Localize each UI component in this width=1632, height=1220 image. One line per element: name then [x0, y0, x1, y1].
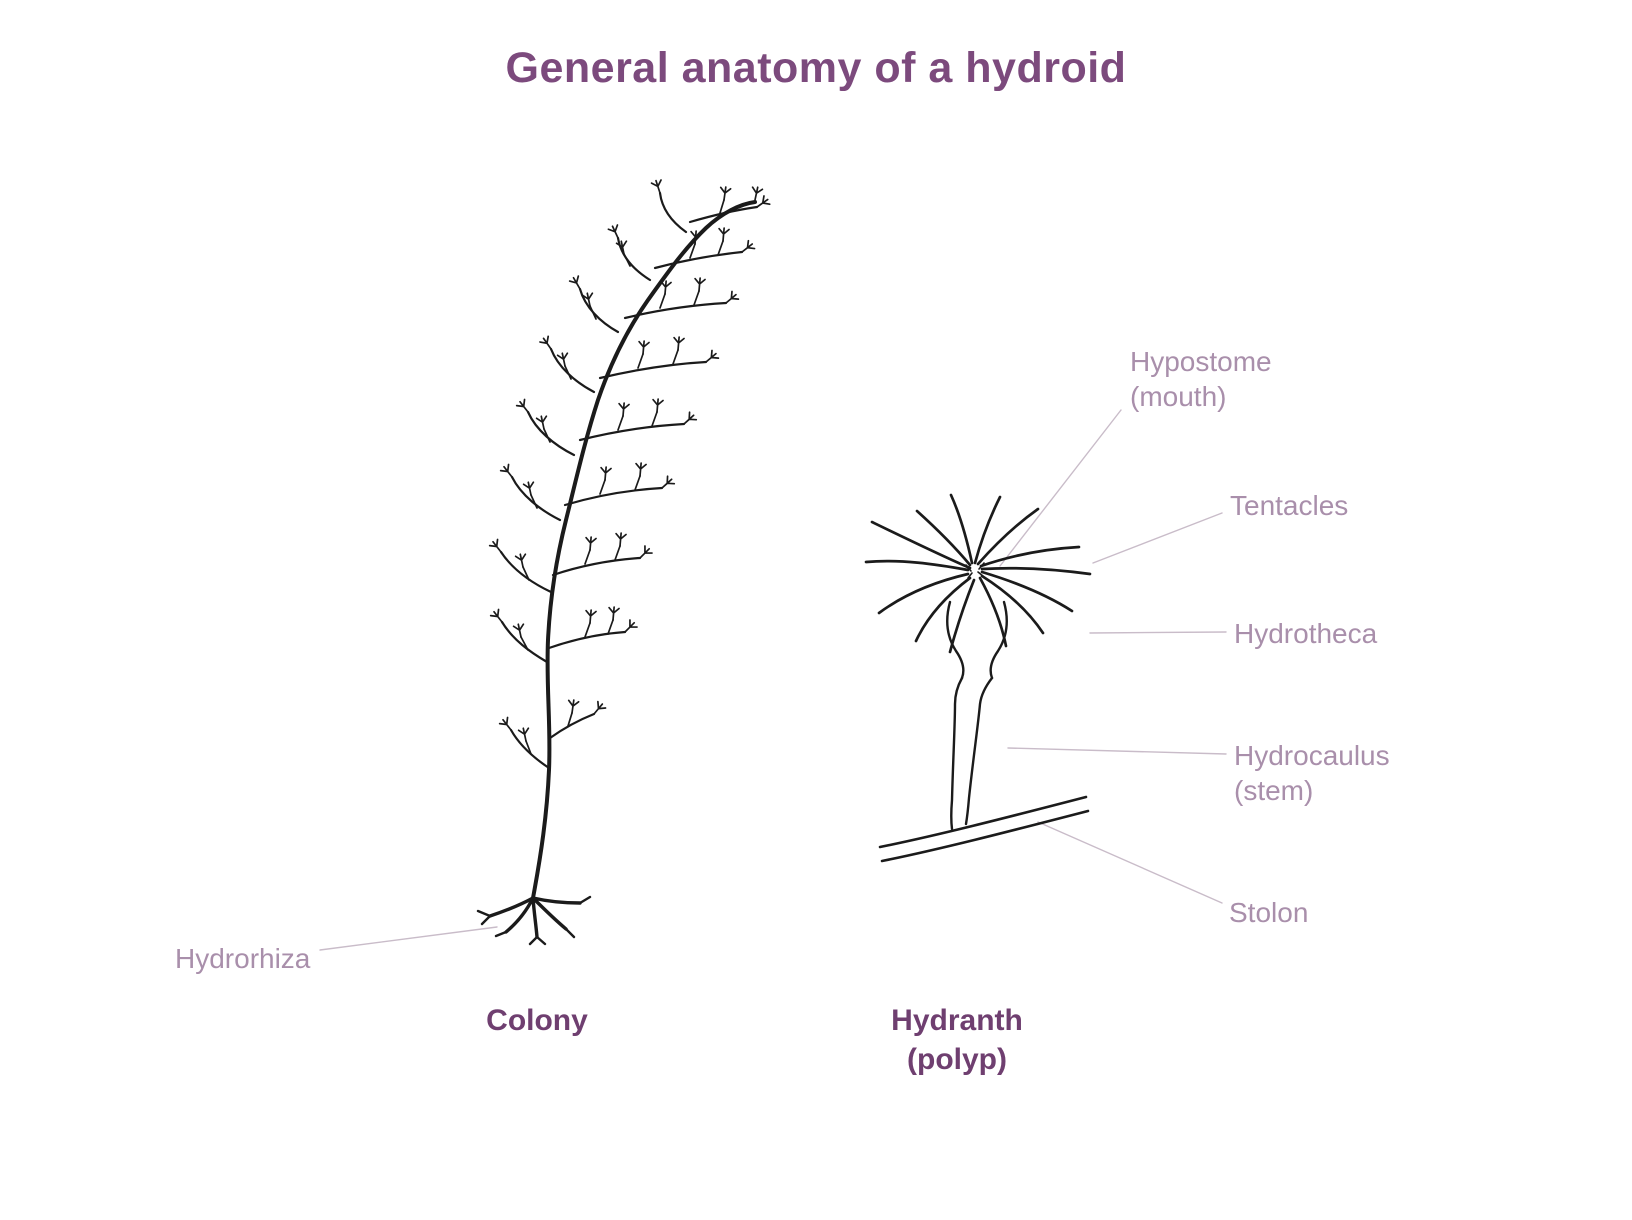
- hydranth-stolon: [878, 795, 1090, 863]
- hydranth-hydrotheca: [946, 600, 1008, 680]
- colony-main-stem: [531, 200, 757, 900]
- label-hypostome-line2: (mouth): [1130, 381, 1227, 412]
- hydranth-hydrocaulus: [950, 676, 994, 831]
- label-hypostome-line1: Hypostome: [1130, 346, 1272, 377]
- label-tentacles: Tentacles: [1230, 490, 1349, 521]
- caption-hydranth: Hydranth (polyp): [847, 1001, 1067, 1079]
- label-hydrorhiza: Hydrorhiza: [175, 943, 311, 974]
- caption-hydranth-line2: (polyp): [907, 1043, 1007, 1076]
- hydrorhiza-pointer-line: [319, 926, 498, 951]
- hydrocaulus-pointer-line: [1007, 747, 1227, 755]
- hydrotheca-pointer-line: [1089, 631, 1227, 634]
- stolon-pointer-line: [1037, 821, 1223, 904]
- caption-colony: Colony: [486, 1004, 588, 1037]
- label-hydrotheca: Hydrotheca: [1234, 618, 1378, 649]
- caption-hydranth-line1: Hydranth: [891, 1004, 1023, 1037]
- colony-illustration: [476, 178, 772, 946]
- hydranth-tentacles: [864, 493, 1092, 654]
- label-hydrocaulus-line2: (stem): [1234, 775, 1314, 806]
- label-hypostome: Hypostome (mouth): [1130, 344, 1272, 414]
- colony-branches: [499, 191, 759, 770]
- hydranth-hypostome: [965, 562, 985, 579]
- colony-roots: [476, 895, 592, 946]
- hypostome-pointer-line: [999, 409, 1122, 567]
- label-hydrocaulus-line1: Hydrocaulus: [1234, 740, 1390, 771]
- label-stolon: Stolon: [1229, 897, 1309, 928]
- page-title: General anatomy of a hydroid: [505, 44, 1127, 92]
- colony-twigs: [520, 199, 725, 755]
- connector-lines: [319, 409, 1227, 951]
- tentacles-pointer-line: [1092, 512, 1223, 564]
- hydranth-illustration: [864, 493, 1092, 863]
- label-hydrocaulus: Hydrocaulus (stem): [1234, 738, 1390, 808]
